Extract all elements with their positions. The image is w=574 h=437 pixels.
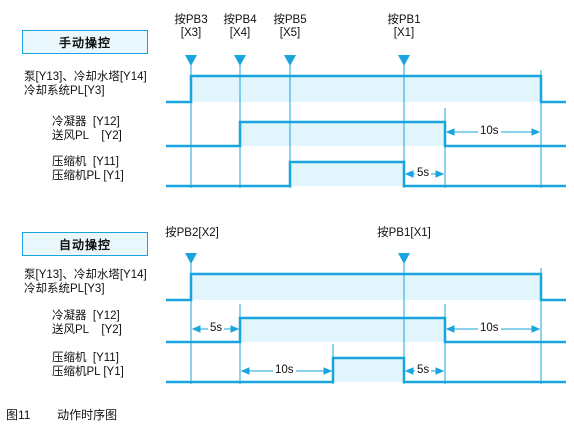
pump-waveform bbox=[166, 272, 566, 302]
condenser-waveform bbox=[166, 316, 566, 344]
arrowhead-left bbox=[191, 325, 201, 333]
button-name: 按PB1 bbox=[387, 14, 421, 26]
compressor-on-fill bbox=[333, 358, 404, 382]
condenser-on-fill bbox=[240, 122, 445, 146]
condenser-delay-label: 10s bbox=[478, 125, 501, 138]
signal-label-condenser: 冷凝器 [Y12] 送风PL [Y2] bbox=[52, 115, 122, 143]
button-label-pb3: 按PB3 [X3] bbox=[171, 14, 211, 40]
arrowhead-right bbox=[435, 367, 445, 375]
signal-label-compressor: 压缩机 [Y11] 压缩机PL [Y1] bbox=[52, 155, 124, 183]
signal-line: 冷凝器 [Y12] bbox=[52, 116, 120, 128]
trigger-marker-pb2 bbox=[185, 253, 197, 264]
compressor-delay-label: 5s bbox=[415, 167, 432, 180]
signal-line: 送风PL [Y2] bbox=[52, 130, 122, 142]
duration-arrows bbox=[404, 128, 541, 178]
signal-line: 泵[Y13]、冷却水塔[Y14] bbox=[24, 71, 147, 83]
condenser-start-delay-label: 5s bbox=[208, 322, 225, 335]
button-label-pb1: 按PB1[X1] bbox=[377, 227, 431, 239]
trigger-marker-pb4 bbox=[234, 55, 246, 66]
compressor-stop-delay-label: 5s bbox=[415, 364, 432, 377]
signal-label-pump: 泵[Y13]、冷却水塔[Y14] 冷却系统PL[Y3] bbox=[24, 70, 147, 98]
signal-line: 泵[Y13]、冷却水塔[Y14] bbox=[24, 269, 147, 281]
compressor-waveform bbox=[166, 356, 566, 384]
arrowhead-right bbox=[230, 325, 240, 333]
arrowhead-right bbox=[323, 367, 333, 375]
signal-line: 压缩机 [Y11] bbox=[52, 352, 119, 364]
signal-line: 送风PL [Y2] bbox=[52, 324, 122, 336]
auto-timing-diagram bbox=[166, 253, 566, 384]
arrowhead-right bbox=[435, 170, 445, 178]
condenser-waveform bbox=[166, 120, 566, 148]
auto-timing-panel: 自动操控 按PB2[X2] 按PB1[X1] 泵[Y13]、冷却水塔[Y14] … bbox=[0, 208, 574, 408]
button-name: 按PB3 bbox=[174, 14, 208, 26]
manual-timing-panel: 手动操控 按PB3 [X3] 按PB4 [X4] 按PB5 [X5] 按PB1 … bbox=[0, 0, 574, 200]
arrowhead-left bbox=[445, 325, 455, 333]
compressor-start-delay-label: 10s bbox=[273, 364, 296, 377]
manual-timing-diagram bbox=[166, 55, 566, 188]
button-label-pb1: 按PB1 [X1] bbox=[384, 14, 424, 40]
signal-label-pump: 泵[Y13]、冷却水塔[Y14] 冷却系统PL[Y3] bbox=[24, 268, 147, 296]
button-name: 按PB5 bbox=[273, 14, 307, 26]
arrowhead-left bbox=[445, 128, 455, 136]
trigger-markers bbox=[185, 55, 410, 66]
compressor-waveform bbox=[166, 160, 566, 188]
waveforms bbox=[166, 74, 566, 188]
signal-line: 压缩机PL [Y1] bbox=[52, 366, 124, 378]
signal-line: 冷却系统PL[Y3] bbox=[24, 85, 105, 97]
arrowhead-right bbox=[531, 128, 541, 136]
waveforms bbox=[166, 272, 566, 384]
button-input: [X3] bbox=[180, 27, 202, 39]
pump-on-fill bbox=[191, 274, 541, 300]
manual-mode-label: 手动操控 bbox=[22, 30, 148, 54]
arrowhead-right bbox=[531, 325, 541, 333]
signal-label-condenser: 冷凝器 [Y12] 送风PL [Y2] bbox=[52, 309, 122, 337]
button-label-pb2: 按PB2[X2] bbox=[165, 227, 219, 239]
trigger-marker-pb3 bbox=[185, 55, 197, 66]
condenser-stop-delay-label: 10s bbox=[478, 322, 501, 335]
compressor-on-fill bbox=[290, 162, 404, 186]
arrowhead-left bbox=[404, 170, 414, 178]
button-label-pb5: 按PB5 [X5] bbox=[270, 14, 310, 40]
signal-line: 冷凝器 [Y12] bbox=[52, 310, 120, 322]
button-input: [X1] bbox=[393, 27, 415, 39]
auto-mode-label: 自动操控 bbox=[22, 232, 148, 256]
signal-label-compressor: 压缩机 [Y11] 压缩机PL [Y1] bbox=[52, 351, 124, 379]
trigger-markers bbox=[185, 253, 410, 264]
trigger-marker-pb5 bbox=[284, 55, 296, 66]
button-input: [X5] bbox=[279, 27, 301, 39]
figure-caption: 图11 动作时序图 bbox=[6, 406, 117, 423]
pump-on-fill bbox=[191, 76, 541, 102]
button-input: [X4] bbox=[229, 27, 251, 39]
figure-number: 图11 bbox=[6, 408, 31, 422]
arrowhead-left bbox=[404, 367, 414, 375]
button-label-pb4: 按PB4 [X4] bbox=[220, 14, 260, 40]
signal-line: 压缩机PL [Y1] bbox=[52, 170, 124, 182]
figure-title: 动作时序图 bbox=[57, 408, 118, 422]
trigger-marker-pb1 bbox=[398, 253, 410, 264]
signal-line: 压缩机 [Y11] bbox=[52, 156, 119, 168]
button-name: 按PB4 bbox=[223, 14, 257, 26]
arrowhead-left bbox=[240, 367, 250, 375]
condenser-on-fill bbox=[240, 318, 445, 342]
pump-waveform bbox=[166, 74, 566, 104]
signal-line: 冷却系统PL[Y3] bbox=[24, 283, 105, 295]
trigger-marker-pb1 bbox=[398, 55, 410, 66]
